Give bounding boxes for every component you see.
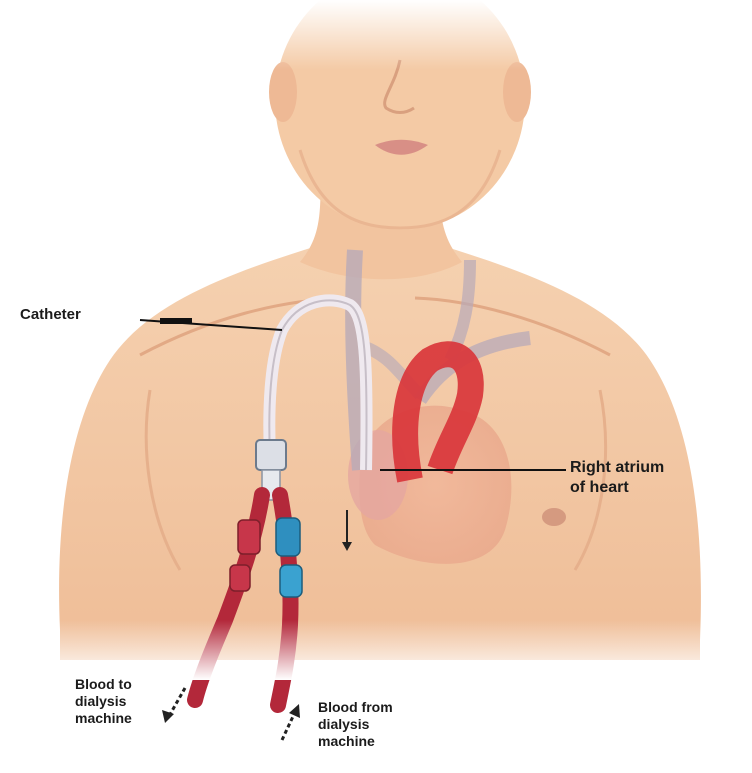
- blood-to-machine-label: Blood to dialysis machine: [75, 676, 132, 727]
- right-ear: [503, 62, 531, 122]
- catheter-label: Catheter: [20, 306, 81, 323]
- nipple: [542, 508, 566, 526]
- catheter-hub: [256, 440, 286, 470]
- blood-from-machine-label: Blood from dialysis machine: [318, 699, 393, 750]
- right-atrium-label: Right atrium of heart: [570, 458, 664, 498]
- left-ear: [269, 62, 297, 122]
